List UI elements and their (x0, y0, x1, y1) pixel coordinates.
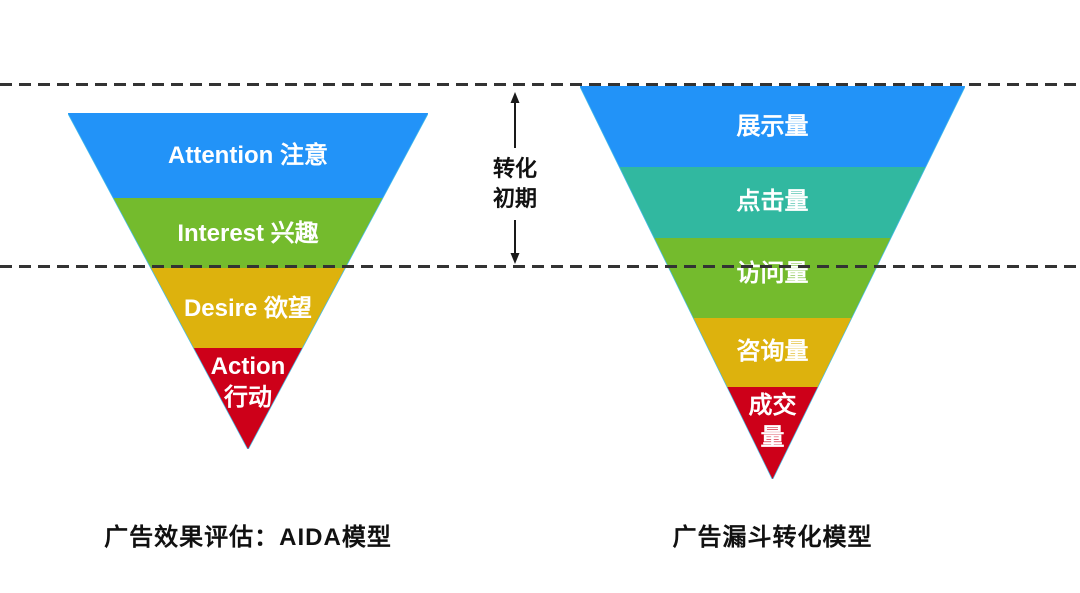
funnel-layer-visits (654, 238, 891, 318)
aida-funnel-diagram: Attention 注意 Interest 兴趣 Desire 欲望 Actio… (68, 113, 428, 449)
arrow-down-icon (510, 253, 520, 264)
aida-funnel-outline (68, 113, 428, 449)
funnel-layer-deals (727, 387, 818, 479)
stage-label-line2: 初期 (493, 186, 537, 211)
funnel-layer-inquiries (693, 318, 852, 387)
layer-label-impressions: 展示量 (737, 113, 809, 140)
funnel-layer-impressions (580, 86, 965, 167)
arrow-up-icon (510, 92, 520, 103)
layer-label-deals-line1: 成交 (749, 391, 797, 419)
aida-funnel-caption: 广告效果评估：AIDA模型 (104, 524, 392, 551)
layer-label-clicks: 点击量 (737, 188, 809, 215)
layer-label-desire: Desire 欲望 (184, 294, 312, 322)
layer-label-action-line1: Action (211, 353, 286, 380)
funnel-layer-attention (68, 113, 428, 198)
conversion-stage-annotation: 转化 初期 (493, 92, 537, 264)
layer-label-deals-line2: 量 (761, 424, 785, 451)
funnel-layer-clicks (619, 167, 926, 238)
funnel-layer-interest (113, 198, 383, 268)
layer-label-visits: 访问量 (737, 260, 809, 287)
layer-label-interest: Interest 兴趣 (177, 220, 319, 247)
layer-label-action-line2: 行动 (223, 383, 272, 411)
conversion-funnel-caption: 广告漏斗转化模型 (672, 524, 873, 551)
top-dashed-guide-line (0, 83, 1080, 86)
layer-label-attention: Attention 注意 (168, 141, 328, 169)
funnel-layer-action (193, 348, 303, 449)
middle-dashed-guide-line (0, 265, 1080, 268)
stage-label-line1: 转化 (493, 156, 537, 181)
conversion-funnel-diagram: 展示量 点击量 访问量 咨询量 成交 量 (580, 86, 965, 479)
layer-label-inquiries: 咨询量 (737, 338, 809, 365)
funnel-layer-desire (151, 268, 345, 348)
